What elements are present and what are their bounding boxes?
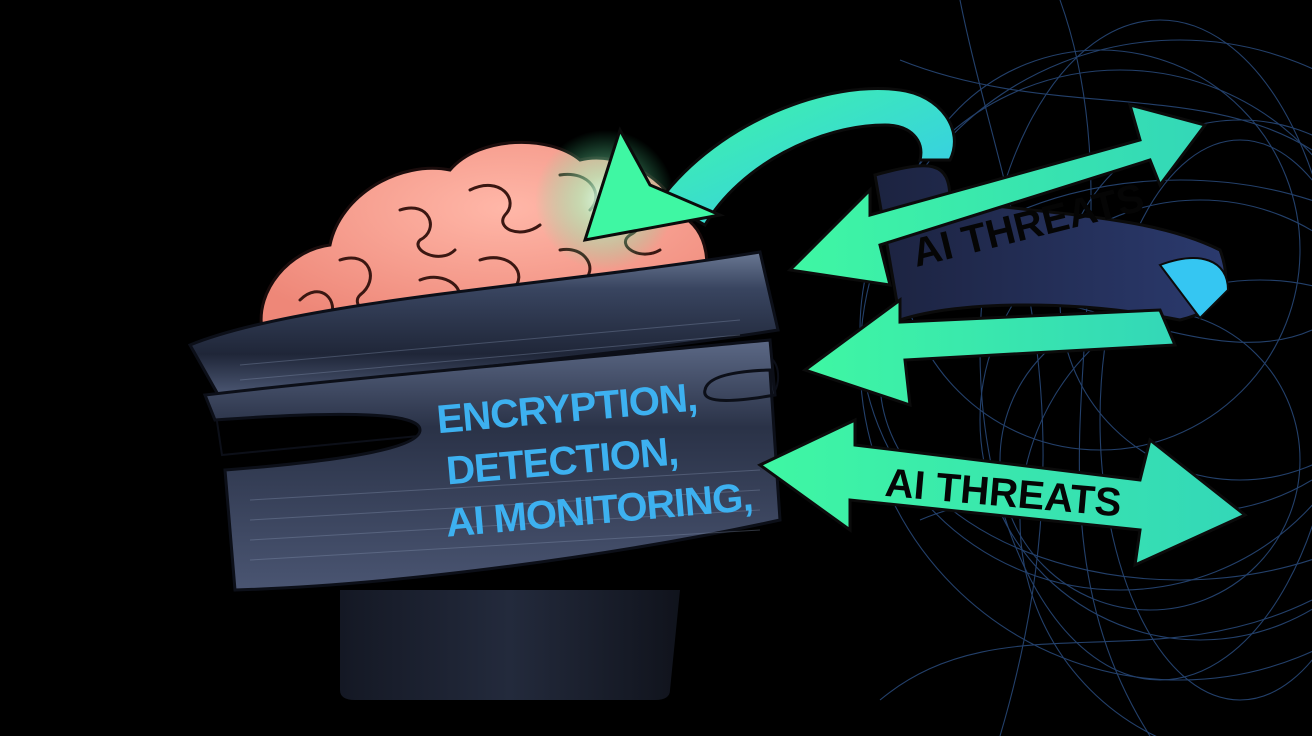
curved-arrow-ribbon — [657, 87, 956, 228]
top-double-arrow — [786, 102, 1208, 287]
ribbon-edge — [1158, 257, 1230, 320]
middle-arrow — [801, 297, 1178, 408]
band-texture — [239, 319, 761, 561]
head-silhouette-icon — [340, 590, 680, 700]
curved-arrow-head — [582, 126, 726, 242]
band-front — [202, 338, 782, 592]
bottom-double-arrow — [757, 417, 1248, 568]
